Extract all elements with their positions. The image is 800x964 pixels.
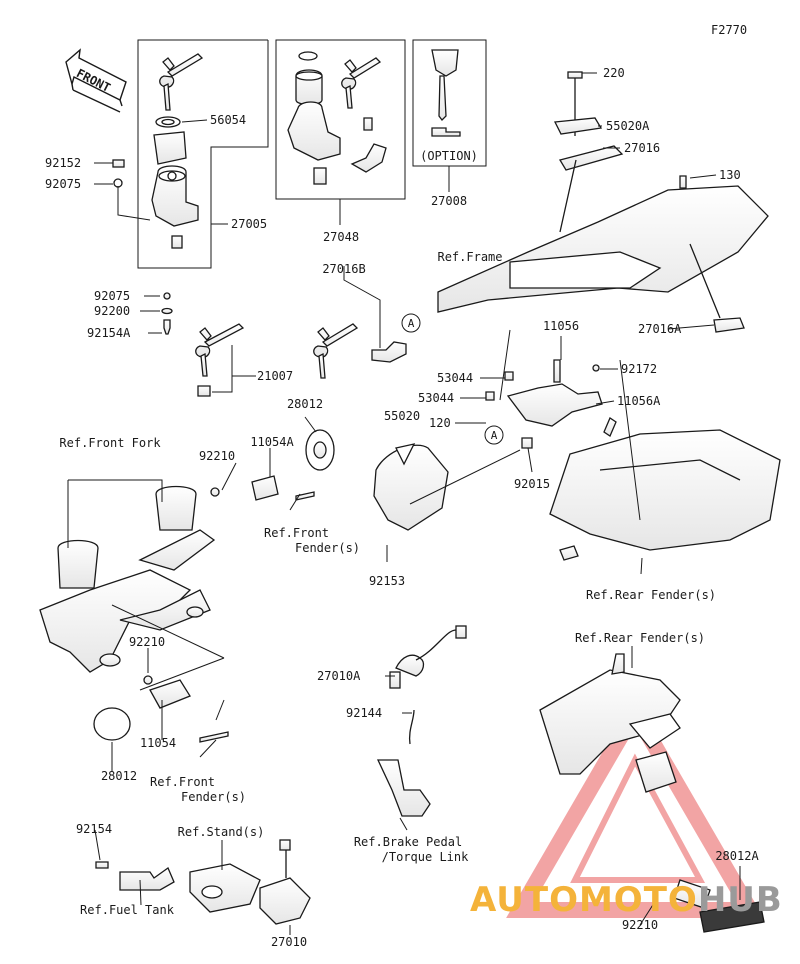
front-arrow-icon xyxy=(65,48,127,113)
option-key xyxy=(431,49,461,137)
part-92154A: 92154A xyxy=(87,326,131,340)
front-fork-assembly xyxy=(39,429,335,743)
part-27010: 27010 xyxy=(270,935,308,949)
ref-front-fender-top-1: Ref.Front xyxy=(264,526,330,540)
lock-bracket-27016B xyxy=(195,323,407,397)
part-11056: 11056 xyxy=(542,319,580,333)
part-92200: 92200 xyxy=(94,304,131,318)
part-220: 220 xyxy=(603,66,625,80)
stand-switch-parts xyxy=(95,839,311,925)
callout-circles xyxy=(401,313,504,445)
part-92210-low: 92210 xyxy=(621,918,659,932)
part-92015: 92015 xyxy=(513,477,551,491)
rear-fender-upper xyxy=(549,417,781,561)
part-55020: 55020 xyxy=(383,409,421,423)
leader-lines xyxy=(67,72,741,935)
ref-brake-1: Ref.Brake Pedal xyxy=(353,835,463,849)
lock-set-parts xyxy=(287,51,387,185)
ref-front-fender-low-1: Ref.Front xyxy=(150,775,216,789)
part-11054: 11054 xyxy=(139,736,177,750)
cowl-and-brackets xyxy=(373,359,603,531)
part-92153: 92153 xyxy=(368,574,406,588)
part-21007: 21007 xyxy=(257,369,294,383)
watermark-triangle xyxy=(506,696,764,918)
part-92172: 92172 xyxy=(621,362,658,376)
part-11054A: 11054A xyxy=(250,435,294,449)
part-27016: 27016 xyxy=(624,141,661,155)
part-92075-low: 92075 xyxy=(94,289,131,303)
ref-fuel-tank: Ref.Fuel Tank xyxy=(80,903,174,917)
part-11056A: 11056A xyxy=(617,394,661,408)
ref-front-fork: Ref.Front Fork xyxy=(59,436,161,450)
frame-assembly xyxy=(437,71,769,333)
part-27010A: 27010A xyxy=(317,669,361,683)
part-130: 130 xyxy=(719,168,741,182)
part-92154: 92154 xyxy=(75,822,113,836)
part-27005: 27005 xyxy=(231,217,268,231)
ref-front-fender-top-2: Fender(s) xyxy=(295,541,361,555)
watermark-logo: AUTOMOTOHUB xyxy=(470,880,800,920)
ref-rear-fender-mid: Ref.Rear Fender(s) xyxy=(585,588,717,602)
part-55020A: 55020A xyxy=(606,119,650,133)
part-28012A: 28012A xyxy=(715,849,759,863)
part-27008: 27008 xyxy=(430,194,468,208)
part-92075-top: 92075 xyxy=(45,177,82,191)
part-28012-low: 28012 xyxy=(100,769,138,783)
part-92210-top: 92210 xyxy=(198,449,236,463)
callout-a-top: A xyxy=(407,317,415,330)
watermark-text-2: HUB xyxy=(697,880,783,920)
part-27016B: 27016B xyxy=(322,262,366,276)
part-53044-b: 53044 xyxy=(418,391,455,405)
ref-rear-fender-low: Ref.Rear Fender(s) xyxy=(574,631,706,645)
part-53044-a: 53044 xyxy=(437,371,474,385)
ref-front-fender-low-2: Fender(s) xyxy=(181,790,247,804)
diagram-code: F2770 xyxy=(711,23,748,37)
rear-fender-lower xyxy=(539,653,765,933)
part-92144: 92144 xyxy=(346,706,383,720)
brake-sensor-parts xyxy=(376,625,467,817)
callout-a-mid: A xyxy=(490,429,498,442)
option-label: (OPTION) xyxy=(420,149,478,163)
ref-brake-2: /Torque Link xyxy=(381,850,469,864)
part-27016A: 27016A xyxy=(638,322,682,336)
part-27048: 27048 xyxy=(322,230,360,244)
part-56054: 56054 xyxy=(210,113,247,127)
part-120: 120 xyxy=(429,416,451,430)
ref-stand: Ref.Stand(s) xyxy=(177,825,265,839)
part-92210-mid: 92210 xyxy=(128,635,166,649)
part-28012-top: 28012 xyxy=(286,397,324,411)
watermark-text-1: AUTOMOTO xyxy=(470,880,698,920)
ref-frame: Ref.Frame xyxy=(437,250,503,264)
ignition-switch-parts xyxy=(112,53,204,335)
part-92152: 92152 xyxy=(45,156,82,170)
